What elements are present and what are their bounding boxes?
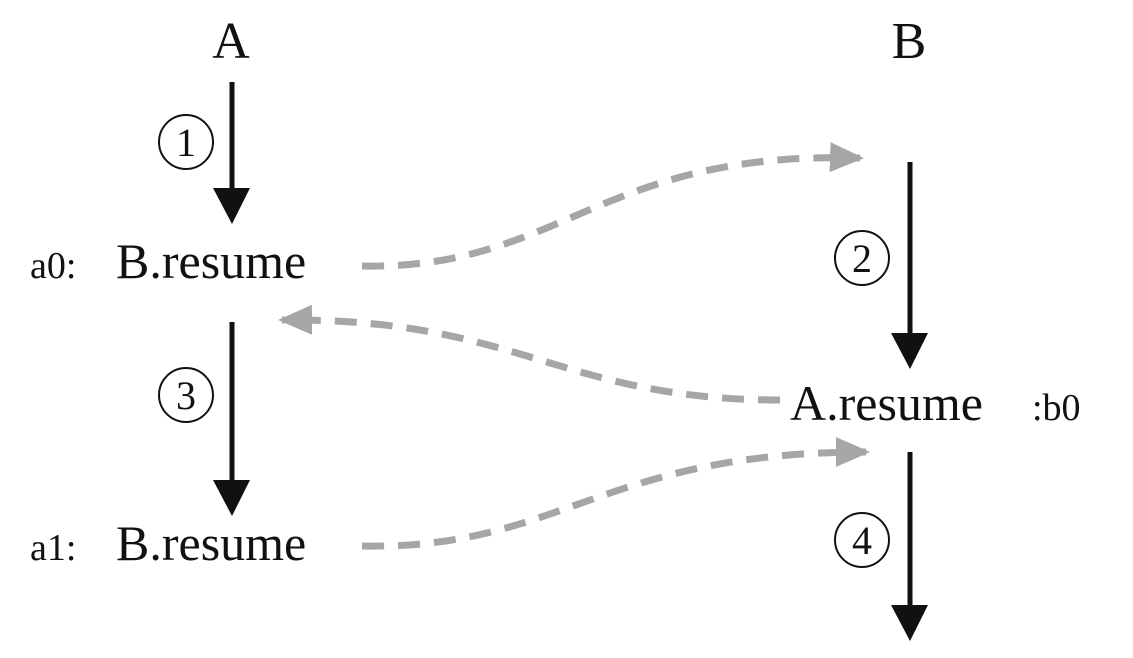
svg-text:1: 1	[176, 120, 196, 165]
arrow-step-1	[213, 82, 250, 224]
step-marker-2: 2	[834, 230, 890, 286]
svg-text:3: 3	[176, 373, 196, 418]
svg-text:2: 2	[852, 236, 872, 281]
svg-text:4: 4	[852, 518, 872, 563]
arrow-step-4	[891, 452, 928, 641]
step-marker-1: 1	[158, 114, 214, 170]
a1-call: B.resume	[116, 515, 306, 571]
transfer-a1-to-b	[361, 437, 870, 550]
a0-call: B.resume	[116, 233, 306, 289]
a0-label: a0:	[30, 245, 76, 287]
b0-label: :b0	[1032, 387, 1081, 429]
arrow-step-2	[891, 162, 928, 369]
transfer-a0-to-b	[361, 142, 864, 270]
b0-call: A.resume	[790, 375, 983, 431]
transfer-b0-to-a	[278, 304, 781, 404]
step-marker-4: 4	[834, 512, 890, 568]
a1-label: a1:	[30, 527, 76, 569]
column-b-title: B	[892, 13, 927, 70]
step-marker-3: 3	[158, 367, 214, 423]
arrow-step-3	[213, 322, 250, 516]
column-a-title: A	[212, 13, 250, 70]
